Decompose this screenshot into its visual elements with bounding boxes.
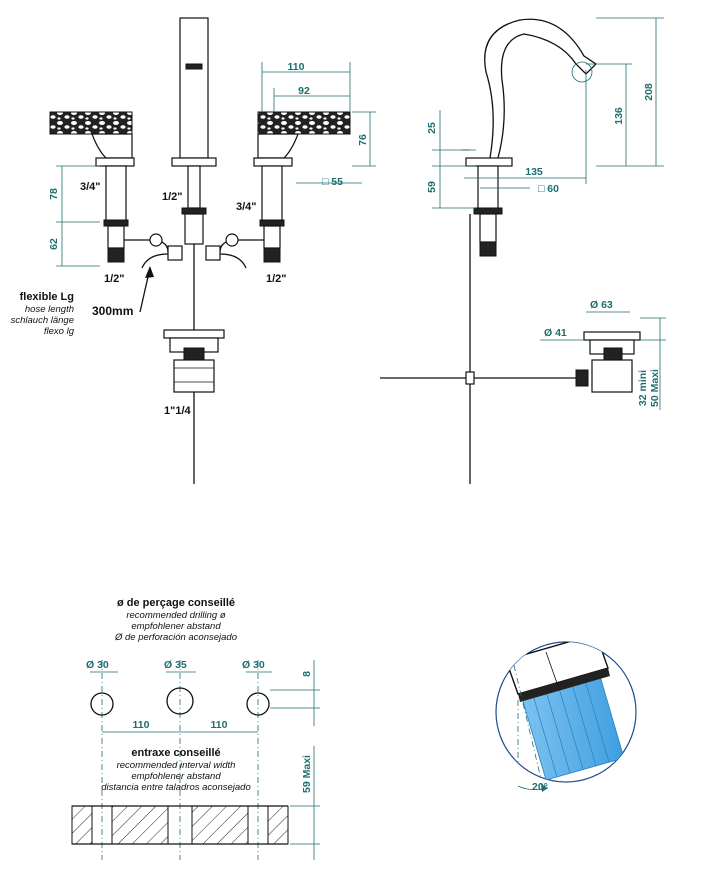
drilling-line2: empfohlener abstand <box>131 621 221 632</box>
drill-hole-right <box>246 692 270 716</box>
countertop-section-4 <box>267 805 289 845</box>
side-spout-curve <box>484 18 598 159</box>
waste-body <box>173 359 215 393</box>
right-connector-hose <box>216 239 264 253</box>
waste-flange <box>163 329 225 339</box>
spout-nut <box>181 207 207 215</box>
drilling-detail: ø de perçage conseillé recommended drill… <box>86 597 320 860</box>
countertop-section-3 <box>191 805 249 845</box>
left-connector-hose <box>124 239 172 253</box>
drill-offset: 8 <box>301 671 313 677</box>
dim-76: 76 <box>357 134 369 146</box>
thread-right-top: 3/4" <box>236 201 257 213</box>
dim-136: 136 <box>613 107 625 125</box>
right-handle-body <box>257 133 299 159</box>
spout-base <box>171 157 217 167</box>
hose-label-line1: hose length <box>25 304 74 315</box>
side-base <box>465 157 513 167</box>
dim-62: 62 <box>48 238 60 250</box>
interval-title: entraxe conseillé <box>131 747 220 759</box>
spout-shank <box>187 165 201 209</box>
dim-square-55: □ 55 <box>322 176 343 188</box>
dim-square-60: □ 60 <box>538 183 559 195</box>
dim-50-maxi: 50 Maxi <box>649 369 661 407</box>
hose-label-title: flexible Lg <box>20 291 74 303</box>
drill-spacing-left: 110 <box>133 719 150 731</box>
spout-aerator <box>185 63 203 70</box>
spout-connector <box>184 213 204 245</box>
thread-center: 1/2" <box>162 191 183 203</box>
thread-left-bottom: 1/2" <box>104 273 125 285</box>
drilling-line1: recommended drilling ø <box>126 610 225 621</box>
spray-detail: 20° <box>495 641 637 793</box>
dim-diameter-63: Ø 63 <box>590 299 613 311</box>
side-waste-flange <box>583 331 641 341</box>
right-handle-lever <box>257 111 351 135</box>
thread-left-top: 3/4" <box>80 181 101 193</box>
interval-detail: entraxe conseillé recommended interval w… <box>71 746 320 860</box>
interval-maxi: 59 Maxi <box>301 755 313 793</box>
waste-thread: 1"1/4 <box>164 405 192 417</box>
front-view: 110 92 76 □ 55 78 62 3/4" 1/2" 3/4" 1/2"… <box>11 17 376 484</box>
interval-line1: recommended interval width <box>117 760 236 771</box>
side-view: 208 136 25 59 135 □ 60 Ø 63 Ø 41 32 mini… <box>380 17 666 484</box>
drill-dia-left: Ø 30 <box>86 659 109 671</box>
dim-110: 110 <box>288 61 305 73</box>
thread-right-bottom: 1/2" <box>266 273 287 285</box>
drilling-line3: Ø de perforación aconsejado <box>114 632 237 643</box>
drill-dia-center: Ø 35 <box>164 659 187 671</box>
drill-dia-right: Ø 30 <box>242 659 265 671</box>
dim-59: 59 <box>426 181 438 193</box>
drilling-title: ø de perçage conseillé <box>117 597 235 609</box>
spray-angle: 20° <box>532 781 548 793</box>
dim-208: 208 <box>643 83 655 101</box>
dim-92: 92 <box>298 85 310 97</box>
countertop-section-2 <box>111 805 169 845</box>
dim-32-mini: 32 mini <box>637 370 649 406</box>
interval-line3: distancia entre taladros aconsejado <box>101 782 250 793</box>
countertop-section-1 <box>71 805 93 845</box>
interval-line2: empfohlener abstand <box>131 771 221 782</box>
spout-body <box>179 17 209 159</box>
drill-hole-center <box>166 687 194 715</box>
dim-135: 135 <box>525 166 543 178</box>
drill-hole-left <box>90 692 114 716</box>
dim-diameter-41: Ø 41 <box>544 327 567 339</box>
left-handle-body <box>91 133 133 159</box>
dim-78: 78 <box>48 188 60 200</box>
drill-spacing-right: 110 <box>211 719 228 731</box>
hose-label-line3: flexo lg <box>44 326 75 337</box>
hose-label-line2: schlauch länge <box>11 315 74 326</box>
hose-length-value: 300mm <box>92 304 133 318</box>
dim-25: 25 <box>426 122 438 134</box>
left-handle-lever <box>49 111 133 135</box>
